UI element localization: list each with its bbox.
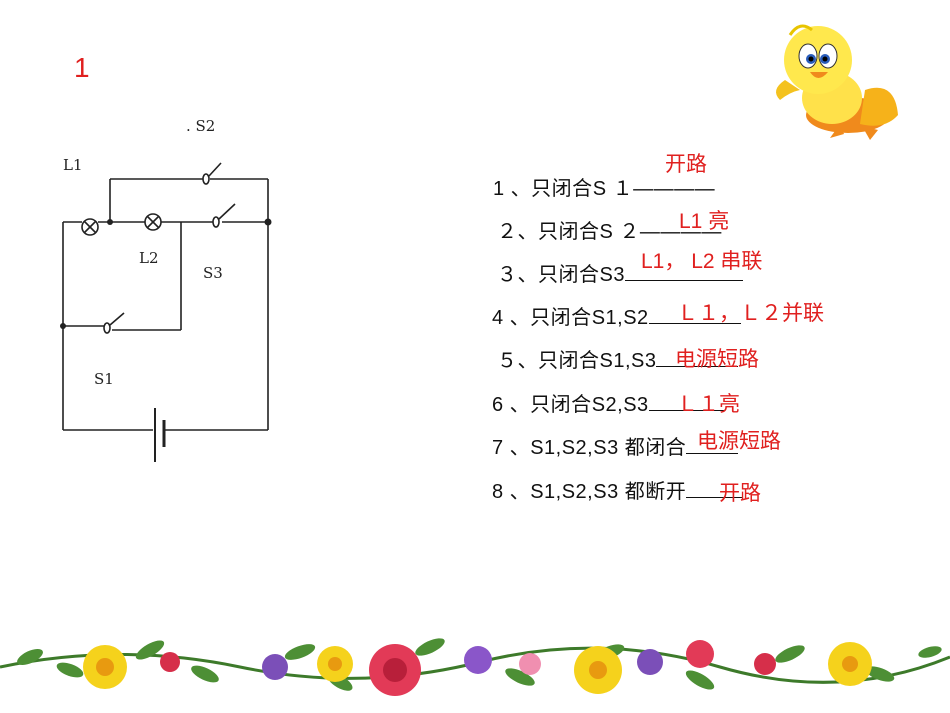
slide-number: 1 <box>74 52 90 83</box>
answer-7: 电源短路 <box>697 430 781 453</box>
question-5: ５、只闭合S1,S3 <box>497 344 739 373</box>
question-3: ３、只闭合S3 <box>497 258 743 287</box>
answer-1: 开路 <box>665 153 707 176</box>
answer-4: Ｌ１，Ｌ２并联 <box>677 302 824 325</box>
question-1: 1 、只闭合S １———— <box>493 178 716 200</box>
question-8: 8 、S1,S2,S3 都断开 <box>492 475 743 504</box>
circuit-diagram: . S2 L1 L2 S3 S1 <box>60 117 272 462</box>
lamp-l1 <box>81 218 99 236</box>
switch-s2 <box>202 162 222 185</box>
label-l1: L1 <box>63 156 83 174</box>
lamp-l2 <box>144 213 162 231</box>
label-s3: S3 <box>203 264 223 282</box>
answer-8: 开路 <box>719 482 761 505</box>
label-l2: L2 <box>139 249 159 267</box>
label-s2: . S2 <box>186 117 215 135</box>
label-s1: S1 <box>94 370 114 388</box>
question-7: 7 、S1,S2,S3 都闭合 <box>492 431 739 460</box>
flower-garland-image <box>0 638 950 696</box>
question-4: 4 、只闭合S1,S2 <box>492 301 741 330</box>
question-6: 6 、只闭合S2,S3 <box>492 388 725 417</box>
answer-5: 电源短路 <box>675 348 759 371</box>
answer-6: Ｌ１亮 <box>677 393 740 416</box>
switch-s1 <box>103 312 125 334</box>
cartoon-chick-image <box>776 24 898 140</box>
answer-3: L1， L2 串联 <box>641 250 763 273</box>
answer-2: L1 亮 <box>679 210 730 233</box>
switch-s3 <box>212 203 236 228</box>
question-2: ２、只闭合S ２———— <box>497 221 722 243</box>
